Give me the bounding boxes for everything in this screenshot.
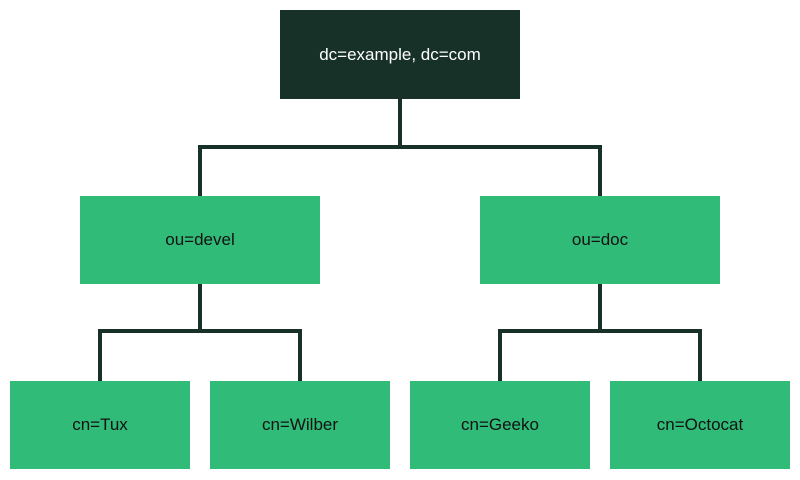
connector-root-to-ous <box>198 99 602 196</box>
cn-wilber-node: cn=Wilber <box>210 381 390 469</box>
cn-tux-label: cn=Tux <box>72 415 128 434</box>
cn-wilber-label: cn=Wilber <box>261 415 339 434</box>
root-node-label: dc=example, dc=com <box>319 44 481 64</box>
ou-devel-node: ou=devel <box>80 196 320 284</box>
connector-doc-to-cns <box>498 284 702 381</box>
cn-octocat-node: cn=Octocat <box>610 381 790 469</box>
cn-geeko-node: cn=Geeko <box>410 381 590 469</box>
ou-devel-label: ou=devel <box>165 230 235 249</box>
cn-tux-node: cn=Tux <box>10 381 190 469</box>
connector-devel-to-cns <box>98 284 302 381</box>
cn-octocat-label: cn=Octocat <box>656 415 744 434</box>
cn-geeko-label: cn=Geeko <box>461 415 539 434</box>
ou-doc-node: ou=doc <box>480 196 720 284</box>
ou-doc-label: ou=doc <box>571 230 629 249</box>
root-node-dc-example-com: dc=example, dc=com <box>280 10 520 99</box>
